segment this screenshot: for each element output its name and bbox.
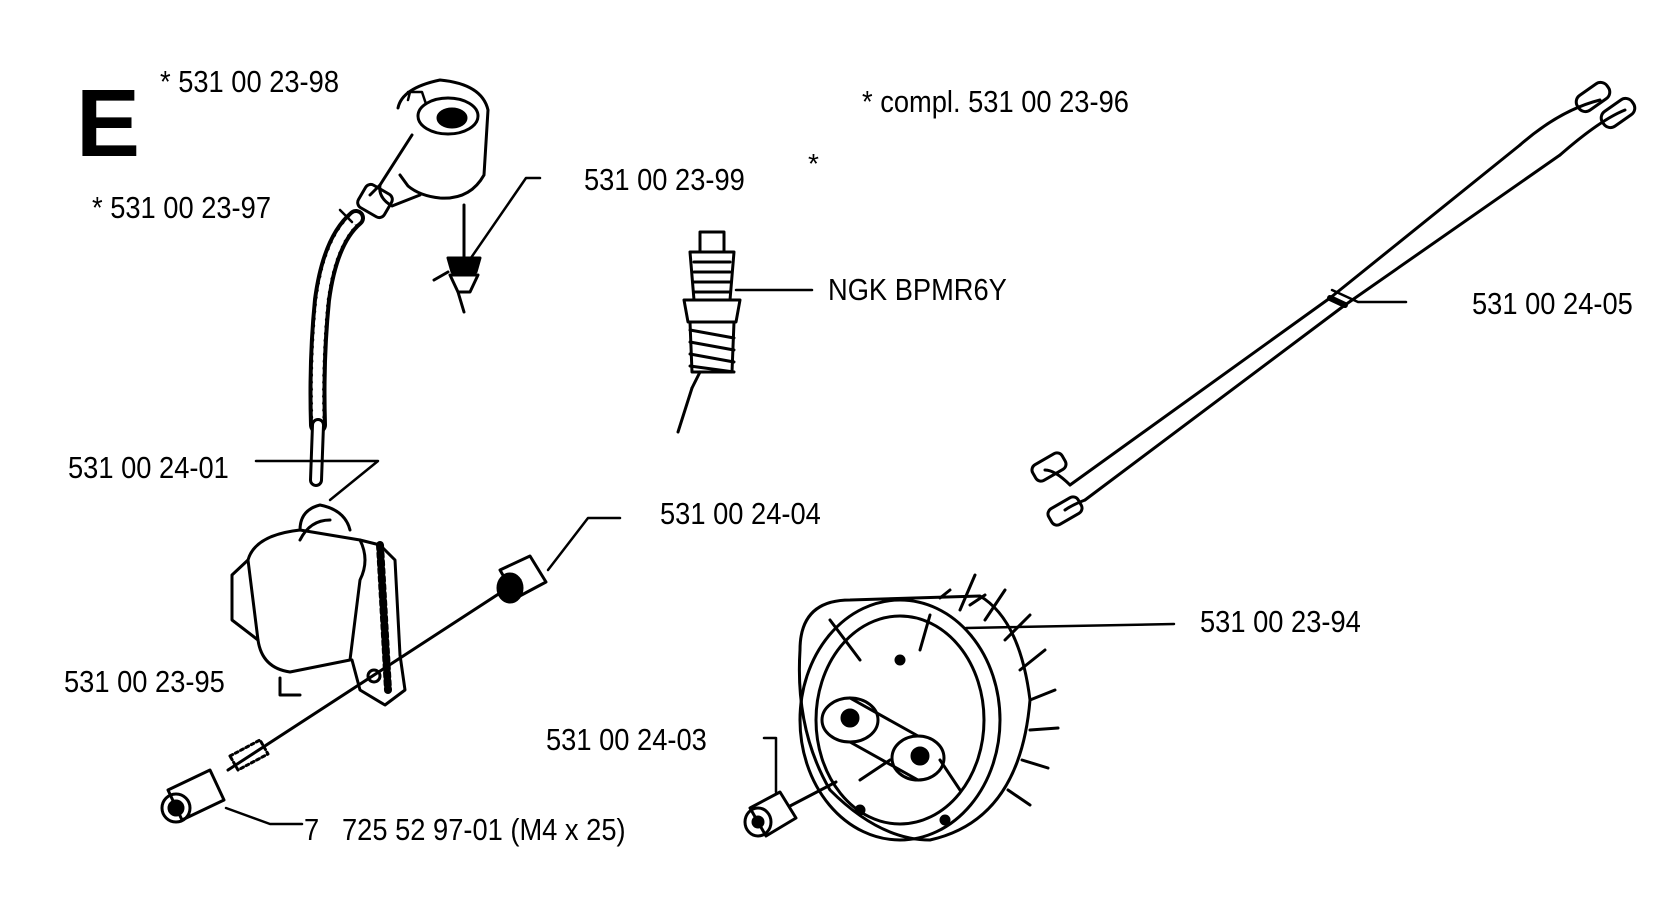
label-spring-part-number: 531 00 23-99 [584,162,745,197]
label-nut-part-number: 531 00 24-03 [546,722,707,757]
label-hose-part-number: * 531 00 23-97 [92,190,271,225]
label-lead-complete-part-number: * compl. 531 00 23-96 [862,84,1129,119]
label-spark-plug-type: NGK BPMR6Y [828,272,1007,307]
ignition-module [230,503,407,707]
label-module-part-number: 531 00 23-95 [64,664,225,699]
flywheel [797,573,1060,842]
label-module-lead-part-number: 531 00 24-01 [68,450,229,485]
flywheel-nut [743,780,838,838]
screw-and-spacer [160,554,548,824]
spark-plug [676,230,742,434]
ignition-lead-hose [308,209,365,487]
label-wire-part-number: 531 00 24-05 [1472,286,1633,321]
spark-plug-boot [356,78,490,220]
label-spring-asterisk: * [808,148,819,179]
section-letter: E [76,70,141,177]
label-screw-quantity: 7 [304,812,320,847]
leader-lines [224,90,1408,826]
label-spacer-part-number: 531 00 24-04 [660,496,821,531]
label-boot-part-number: * 531 00 23-98 [160,64,339,99]
boot-spring [432,203,482,314]
label-flywheel-part-number: 531 00 23-94 [1200,604,1361,639]
short-circuit-wire [1030,80,1637,527]
label-screw-part-number: 725 52 97-01 (M4 x 25) [342,812,626,847]
